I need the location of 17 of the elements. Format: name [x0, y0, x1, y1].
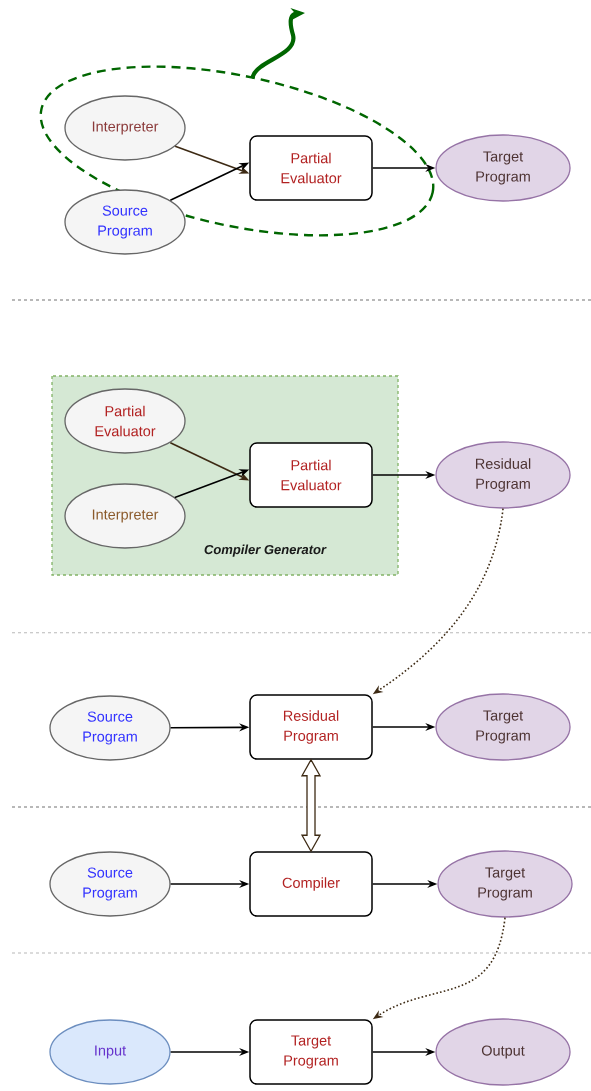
ellipse-node: Target Program — [435, 693, 571, 761]
process-box: Partial Evaluator — [249, 442, 373, 508]
process-box: Target Program — [249, 1019, 373, 1085]
ellipse-node: Target Program — [437, 850, 573, 918]
ellipse-node: Source Program — [49, 851, 171, 917]
ellipse-node: Interpreter — [64, 483, 186, 549]
ellipse-node: Input — [49, 1019, 171, 1085]
ellipse-node: Residual Program — [435, 441, 571, 509]
ellipse-node: Interpreter — [64, 95, 186, 161]
process-box: Partial Evaluator — [249, 135, 373, 201]
ellipse-node: Source Program — [64, 189, 186, 255]
process-box: Compiler — [249, 851, 373, 917]
ellipse-node: Target Program — [435, 134, 571, 202]
ellipse-node: Partial Evaluator — [64, 388, 186, 454]
ellipse-node: Output — [435, 1018, 571, 1086]
ellipse-node: Source Program — [49, 695, 171, 761]
process-box: Residual Program — [249, 694, 373, 760]
